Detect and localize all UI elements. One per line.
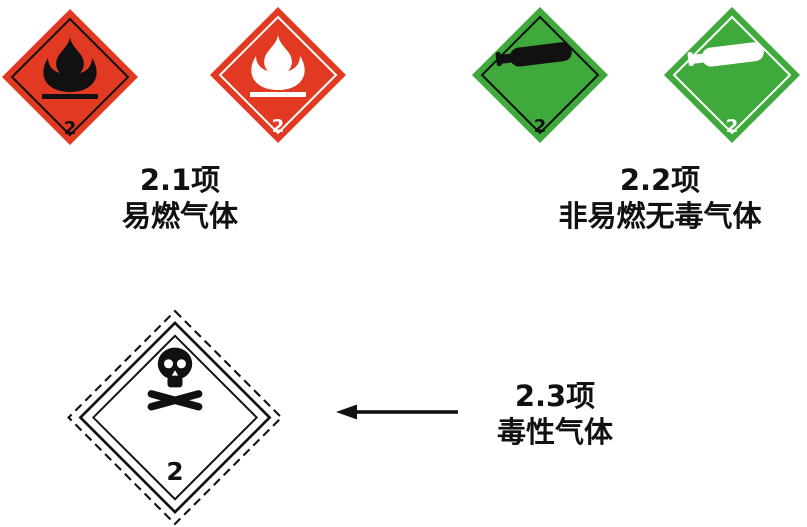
caption-class-2-2: 2.2项 非易燃无毒气体 [510,162,807,234]
arrow-left-icon [336,402,458,422]
skull-crossbones-icon [147,347,203,411]
gas-cylinder-icon [687,42,764,67]
caption-title: 2.2项 [619,163,701,197]
diamond-background [78,320,272,515]
placard-number: 2 [534,116,547,137]
gas-cylinder-icon [495,42,572,67]
diamond-background [664,7,800,143]
placard-nonflammable-gas-black: 2 [470,5,610,145]
placard-number: 2 [64,118,77,139]
placard-flammable-gas-black: 2 [0,7,140,147]
placard-toxic-gas: 2 [66,310,284,525]
caption-subtitle: 毒性气体 [496,415,613,449]
caption-subtitle: 非易燃无毒气体 [558,199,762,233]
inner-border [218,15,338,135]
caption-title: 2.1项 [139,163,221,197]
placard-number: 2 [272,116,285,137]
inner-border [10,17,130,137]
placard-number: 2 [726,116,739,137]
dashed-cut-line [67,310,283,525]
inner-border [91,334,259,501]
caption-title: 2.3项 [514,379,596,413]
placard-nonflammable-gas-white: 2 [662,5,802,145]
placard-flammable-gas-white: 2 [208,5,348,145]
caption-class-2-3: 2.3项 毒性气体 [455,378,655,450]
caption-class-2-1: 2.1项 易燃气体 [45,162,315,234]
caption-subtitle: 易燃气体 [121,199,238,233]
placard-number: 2 [166,457,183,486]
flame-icon [42,33,98,99]
diamond-background [472,7,608,143]
flame-icon [250,31,306,97]
